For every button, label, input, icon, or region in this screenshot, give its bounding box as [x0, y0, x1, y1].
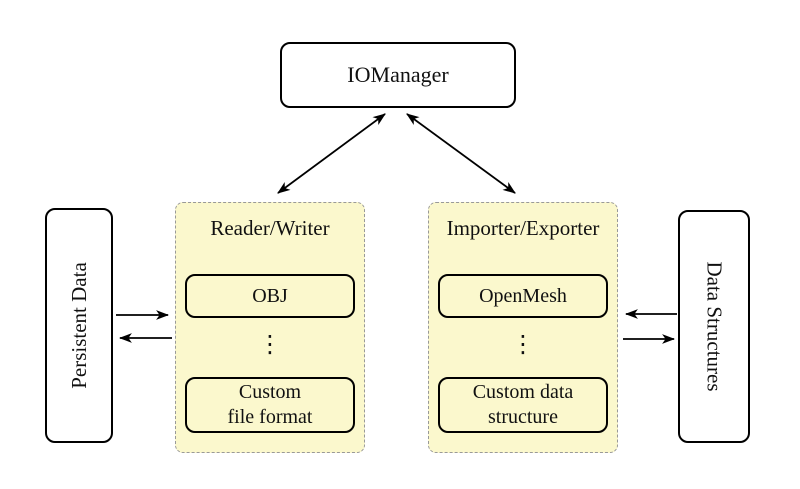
node-persistent-data-label: Persistent Data: [66, 262, 91, 389]
arrow-iomanager-importerexporter: [406, 113, 516, 194]
node-persistent-data: Persistent Data: [45, 208, 113, 443]
panel-importer-exporter: Importer/Exporter OpenMesh ⋮ Custom data…: [428, 202, 618, 453]
node-custom-file-format: Custom file format: [185, 377, 355, 433]
node-custom-data-structure-line2: structure: [488, 406, 558, 428]
node-data-structures: Data Structures: [678, 210, 750, 443]
arrow-iomanager-readerwriter: [277, 113, 386, 194]
node-custom-file-format-line1: Custom: [238, 381, 302, 403]
node-custom-data-structure-line1: Custom data: [472, 381, 574, 403]
node-custom-file-format-line2: file format: [227, 406, 313, 428]
vertical-ellipsis-left: ⋮: [258, 330, 282, 358]
panel-importer-exporter-title: Importer/Exporter: [446, 216, 600, 240]
node-custom-data-structure: Custom data structure: [438, 377, 608, 433]
panel-reader-writer: Reader/Writer OBJ ⋮ Custom file format: [175, 202, 365, 453]
node-data-structures-label: Data Structures: [702, 261, 727, 392]
node-openmesh: OpenMesh: [438, 274, 608, 318]
node-iomanager: IOManager: [280, 42, 516, 108]
node-iomanager-label: IOManager: [347, 62, 449, 87]
node-obj: OBJ: [185, 274, 355, 318]
panel-reader-writer-title: Reader/Writer: [210, 216, 330, 240]
node-obj-label: OBJ: [252, 284, 288, 307]
vertical-ellipsis-right: ⋮: [511, 330, 535, 358]
node-openmesh-label: OpenMesh: [479, 284, 567, 307]
